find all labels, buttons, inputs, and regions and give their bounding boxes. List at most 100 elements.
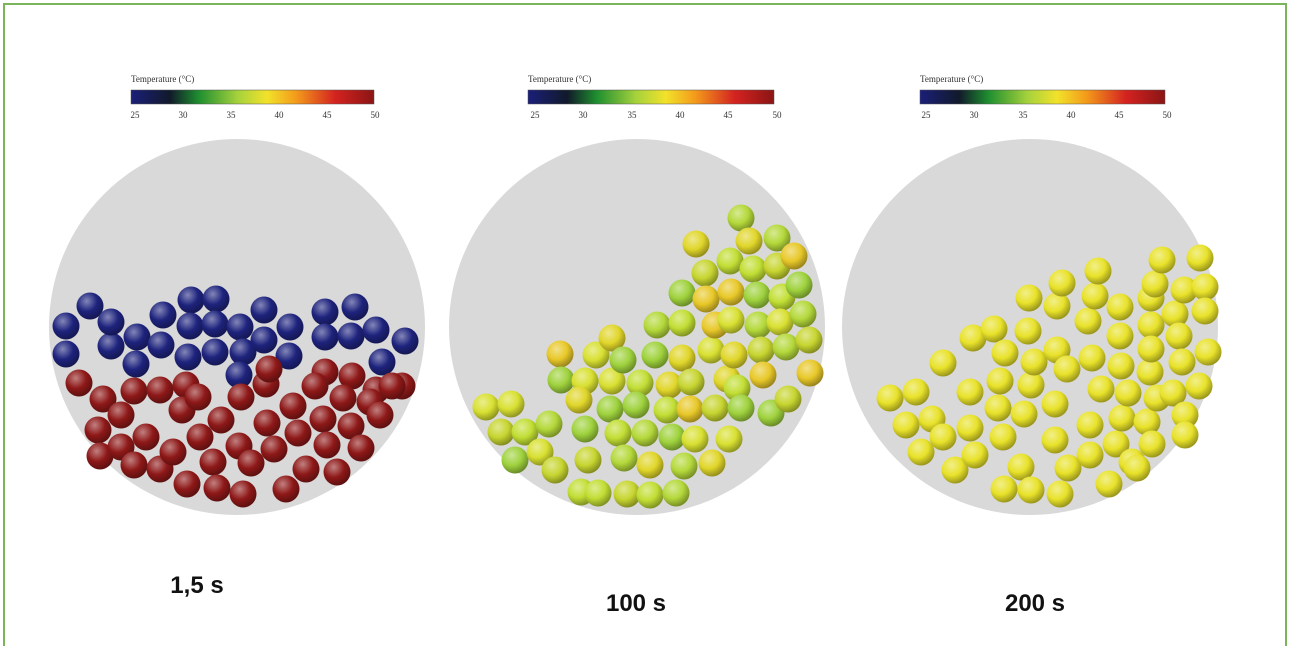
particle bbox=[1087, 375, 1115, 403]
tick-label: 25 bbox=[130, 110, 140, 120]
particle bbox=[1170, 276, 1198, 304]
particle bbox=[546, 340, 574, 368]
particle bbox=[735, 227, 763, 255]
particle bbox=[1108, 404, 1136, 432]
particle bbox=[541, 456, 569, 484]
tick-label: 30 bbox=[578, 110, 588, 120]
particle bbox=[1048, 269, 1076, 297]
particle bbox=[876, 384, 904, 412]
particle bbox=[780, 242, 808, 270]
particle bbox=[1010, 400, 1038, 428]
particle bbox=[701, 394, 729, 422]
colorbar bbox=[527, 89, 775, 105]
particle bbox=[989, 423, 1017, 451]
particle bbox=[76, 292, 104, 320]
particle bbox=[774, 385, 802, 413]
particle bbox=[1041, 390, 1069, 418]
particle bbox=[613, 480, 641, 508]
particle bbox=[574, 446, 602, 474]
particle bbox=[123, 323, 151, 351]
particle bbox=[52, 340, 80, 368]
particle bbox=[929, 349, 957, 377]
particle bbox=[226, 313, 254, 341]
particle bbox=[1017, 371, 1045, 399]
particle bbox=[1107, 352, 1135, 380]
particle bbox=[1053, 355, 1081, 383]
particle bbox=[511, 418, 539, 446]
particle bbox=[201, 338, 229, 366]
particle bbox=[341, 293, 369, 321]
tick-label: 50 bbox=[1162, 110, 1172, 120]
particle bbox=[1017, 476, 1045, 504]
particle bbox=[1102, 430, 1130, 458]
particle bbox=[1041, 426, 1069, 454]
particle bbox=[622, 391, 650, 419]
particle bbox=[766, 308, 794, 336]
particle bbox=[727, 394, 755, 422]
particle-bed-figure bbox=[842, 89, 1222, 515]
particle bbox=[626, 369, 654, 397]
particle bbox=[723, 374, 751, 402]
particle bbox=[658, 423, 686, 451]
particle bbox=[347, 434, 375, 462]
particle bbox=[1046, 480, 1074, 508]
particle bbox=[1191, 297, 1219, 325]
particle bbox=[89, 385, 117, 413]
panel-1-5s: Temperature (°C) 25 30 35 40 45 50 1,5 s bbox=[30, 0, 450, 646]
particle bbox=[691, 259, 719, 287]
particle bbox=[1074, 307, 1102, 335]
particle bbox=[1141, 270, 1169, 298]
particle bbox=[275, 342, 303, 370]
particle bbox=[362, 316, 390, 344]
tick-label: 35 bbox=[1018, 110, 1028, 120]
particle bbox=[959, 324, 987, 352]
particle bbox=[986, 367, 1014, 395]
particle bbox=[368, 348, 396, 376]
particle bbox=[487, 418, 515, 446]
particle bbox=[698, 449, 726, 477]
particle bbox=[272, 475, 300, 503]
particle bbox=[199, 448, 227, 476]
particle bbox=[366, 401, 394, 429]
particle bbox=[980, 315, 1008, 343]
particle bbox=[207, 406, 235, 434]
particle bbox=[715, 425, 743, 453]
particle bbox=[255, 355, 283, 383]
particle bbox=[1138, 430, 1166, 458]
particle bbox=[1171, 401, 1199, 429]
particle bbox=[237, 449, 265, 477]
particle bbox=[1084, 257, 1112, 285]
colorbar bbox=[130, 89, 375, 105]
particle bbox=[641, 341, 669, 369]
particle bbox=[785, 271, 813, 299]
particle bbox=[789, 300, 817, 328]
time-label: 200 s bbox=[1004, 590, 1066, 617]
particle bbox=[596, 395, 624, 423]
particle bbox=[260, 435, 288, 463]
tick-label: 30 bbox=[969, 110, 979, 120]
particle bbox=[501, 446, 529, 474]
particle bbox=[173, 470, 201, 498]
tick-label: 45 bbox=[1114, 110, 1124, 120]
particle bbox=[1136, 358, 1164, 386]
tick-label: 40 bbox=[675, 110, 685, 120]
particle bbox=[313, 431, 341, 459]
particle bbox=[526, 438, 554, 466]
particle bbox=[378, 372, 406, 400]
particle bbox=[681, 425, 709, 453]
particle bbox=[227, 383, 255, 411]
particle bbox=[984, 394, 1012, 422]
particle bbox=[795, 326, 823, 354]
particle bbox=[120, 451, 148, 479]
particle bbox=[1165, 322, 1193, 350]
particle bbox=[176, 312, 204, 340]
particle bbox=[643, 311, 671, 339]
particle bbox=[203, 474, 231, 502]
tick-label: 50 bbox=[370, 110, 380, 120]
particle bbox=[1123, 454, 1151, 482]
particle bbox=[1194, 338, 1222, 366]
particle bbox=[749, 361, 777, 389]
colorbar-title: Temperature (°C) bbox=[920, 74, 984, 84]
particle bbox=[739, 255, 767, 283]
tick-label: 35 bbox=[627, 110, 637, 120]
